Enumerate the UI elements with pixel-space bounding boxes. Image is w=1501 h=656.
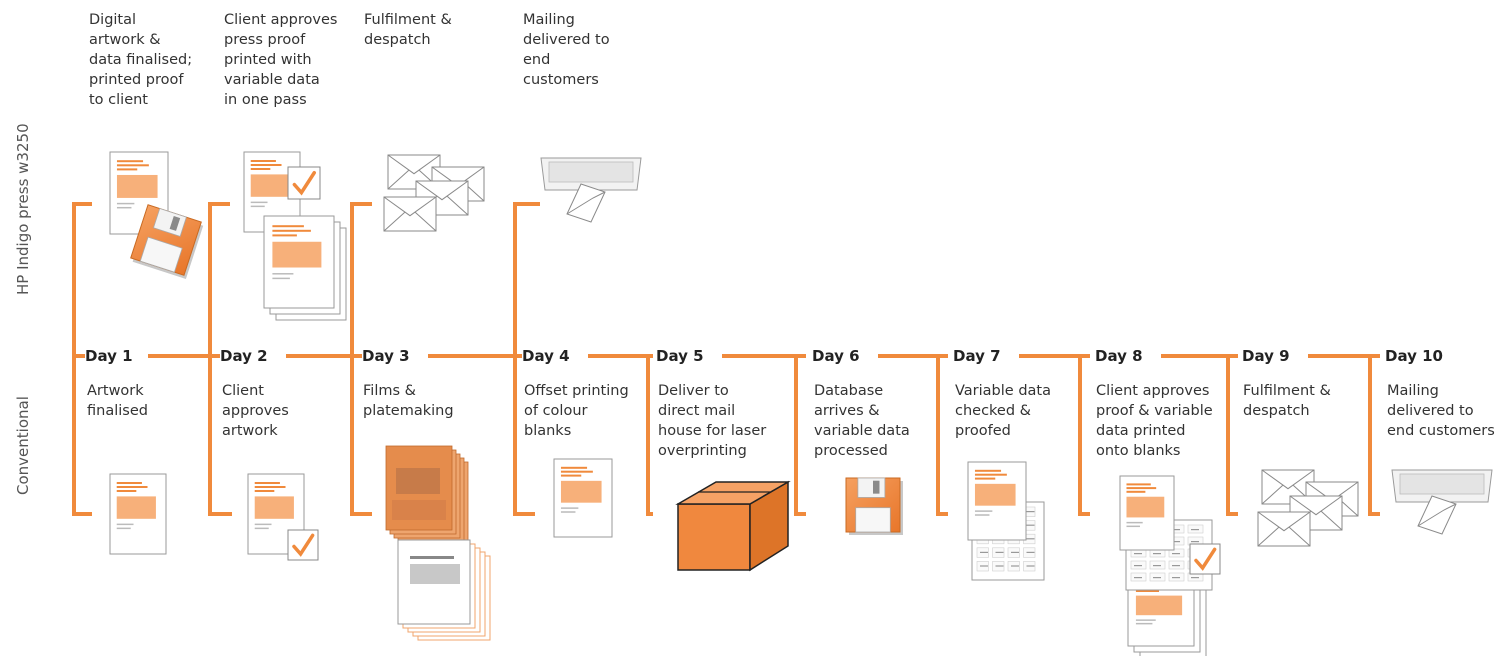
day-3-films-and-plates-icon — [385, 445, 491, 641]
step-connector — [1308, 354, 1380, 516]
day-2-label: Day 2 — [220, 347, 271, 365]
day-10-label: Day 10 — [1385, 347, 1446, 365]
day-5-text: Deliver to direct mail house for laser o… — [658, 383, 767, 459]
day-7-document-and-label-sheet-icon — [967, 461, 1045, 581]
day-10-letter-tray-icon — [1391, 469, 1493, 535]
day-1-text: Artwork finalised — [87, 383, 148, 419]
checkmark-icon — [1189, 543, 1221, 575]
day-6-floppy-disk-icon — [845, 477, 903, 535]
document — [967, 461, 1027, 541]
day-9-text: Fulfilment & despatch — [1243, 383, 1331, 419]
day-2-document-icon — [247, 473, 305, 555]
day-1-document-icon — [109, 473, 167, 555]
day-6-text: Database arrives & variable data process… — [814, 383, 910, 459]
step-connector — [722, 354, 806, 516]
day-4-text: Offset printing of colour blanks — [524, 383, 629, 439]
connector-lines — [72, 202, 1380, 516]
lane-label-hp-indigo: HP Indigo press w3250 — [14, 123, 32, 295]
hp-step-1-floppy-disk-icon — [130, 204, 204, 280]
day-1-bracket — [72, 202, 92, 516]
hp-step-2-text: Client approves press proof printed with… — [224, 12, 338, 108]
day-8-text: Client approves proof & variable data pr… — [1096, 383, 1213, 459]
hp-step-3-envelopes-icon — [383, 154, 485, 232]
hp-step-4-text: Mailing delivered to end customers — [523, 12, 610, 88]
day-3-bracket — [350, 202, 372, 516]
step-connector — [1161, 354, 1238, 516]
day-4-document-icon — [553, 458, 613, 538]
day-7-text: Variable data checked & proofed — [955, 383, 1051, 439]
envelope-icon — [1257, 511, 1311, 547]
day-9-label: Day 9 — [1242, 347, 1293, 365]
day-2-bracket — [208, 202, 232, 516]
document — [1119, 475, 1175, 551]
day-3-text: Films & platemaking — [363, 383, 454, 419]
day-8-label: Day 8 — [1095, 347, 1146, 365]
day-5-label: Day 5 — [656, 347, 707, 365]
step-connector — [878, 354, 948, 516]
hp-step-1-text: Digital artwork & data finalised; printe… — [89, 12, 193, 108]
hp-step-3-text: Fulfilment & despatch — [364, 12, 452, 48]
hp-step-4-letter-tray-icon — [540, 157, 642, 223]
hp-step-2-checkmark-icon — [287, 166, 321, 200]
day-6-label: Day 6 — [812, 347, 863, 365]
day-10-text: Mailing delivered to end customers — [1387, 383, 1495, 439]
step-connector — [588, 354, 653, 516]
day-5-box-icon — [675, 480, 791, 572]
envelope-icon — [383, 196, 437, 232]
day-9-envelopes-icon — [1257, 469, 1359, 547]
lane-label-conventional: Conventional — [14, 396, 32, 495]
day-4-bracket — [513, 202, 540, 516]
day-8-proof-stack-with-checkmark-icon — [1119, 475, 1221, 656]
day-7-label: Day 7 — [953, 347, 1004, 365]
day-2-checkmark-icon — [287, 529, 319, 561]
day-1-label: Day 1 — [85, 347, 136, 365]
day-3-label: Day 3 — [362, 347, 413, 365]
step-connector — [1019, 354, 1090, 516]
day-2-text: Client approves artwork — [222, 383, 289, 439]
hp-step-2-proof-stack-icon — [263, 215, 347, 321]
day-4-label: Day 4 — [522, 347, 573, 365]
proof-sheet — [263, 215, 335, 309]
